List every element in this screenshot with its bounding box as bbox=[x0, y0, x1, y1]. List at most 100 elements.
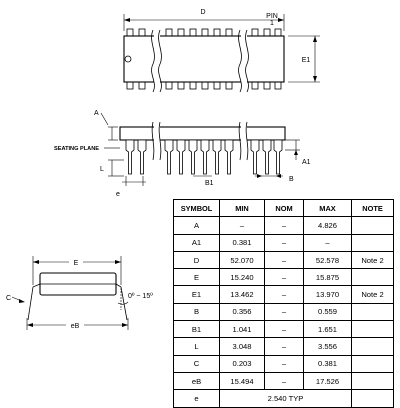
cell-symbol: B1 bbox=[173, 320, 220, 339]
lead bbox=[188, 139, 198, 175]
cell-symbol: L bbox=[173, 337, 220, 356]
a1-arrow bbox=[294, 150, 298, 155]
top-view-pins-upper bbox=[126, 28, 282, 37]
d-arrow-left bbox=[124, 18, 130, 22]
d-arrow-right bbox=[278, 18, 284, 22]
e-pitch-label: e bbox=[116, 191, 120, 198]
side-break-right-a bbox=[238, 121, 242, 161]
b-arrow-right bbox=[276, 174, 281, 178]
lead bbox=[164, 139, 174, 175]
e-width-label: E bbox=[74, 260, 79, 267]
break-line-left-b bbox=[158, 29, 162, 93]
pin bbox=[165, 28, 173, 37]
a-label: A bbox=[94, 110, 99, 117]
cell-nom: – bbox=[264, 302, 304, 322]
header-note: NOTE bbox=[351, 198, 394, 218]
pin-label: PIN bbox=[266, 13, 278, 20]
cell-note bbox=[351, 389, 394, 408]
cell-symbol: A1 bbox=[173, 233, 220, 252]
pin bbox=[225, 28, 233, 37]
pin bbox=[263, 81, 271, 90]
cell-note bbox=[351, 268, 394, 287]
side-break-gap-right bbox=[241, 122, 247, 182]
side-break-gap-left bbox=[154, 122, 160, 182]
top-view: D PIN 1 E1 bbox=[123, 9, 320, 93]
cell-nom: – bbox=[264, 371, 304, 391]
cell-symbol: C bbox=[173, 354, 220, 373]
cell-min: 15.240 bbox=[219, 268, 265, 287]
top-view-pins-lower bbox=[126, 81, 282, 90]
pin bbox=[225, 81, 233, 90]
angle-label: 0º ~ 15º bbox=[128, 293, 153, 300]
side-break-right-b bbox=[245, 121, 249, 161]
angle-arc bbox=[117, 301, 129, 305]
eb-arrow-left bbox=[27, 323, 33, 327]
cell-min: 52.070 bbox=[219, 250, 265, 270]
a1-label: A1 bbox=[302, 159, 311, 166]
cell-max: 4.826 bbox=[303, 216, 352, 235]
break-gap-right bbox=[241, 30, 247, 92]
cell-note bbox=[351, 233, 394, 252]
cell-max: 13.970 bbox=[303, 285, 352, 304]
lead bbox=[200, 139, 210, 175]
lead bbox=[262, 139, 272, 175]
lead bbox=[176, 139, 186, 175]
cell-nom: – bbox=[264, 250, 304, 270]
d-label: D bbox=[200, 9, 205, 16]
e-width-arrow-left bbox=[33, 260, 39, 264]
table-row: A––4.826 bbox=[173, 216, 394, 235]
eb-label: eB bbox=[71, 323, 80, 330]
cell-note bbox=[351, 320, 394, 339]
cell-note bbox=[351, 216, 394, 235]
cell-max: 52.578 bbox=[303, 250, 352, 270]
e1-arrow-top bbox=[313, 36, 317, 42]
cell-min: 1.041 bbox=[219, 320, 265, 339]
e-width-arrow-right bbox=[115, 260, 121, 264]
end-lead-left bbox=[27, 283, 41, 321]
pin bbox=[274, 81, 282, 90]
cell-note: Note 2 bbox=[351, 285, 394, 304]
lead bbox=[224, 139, 234, 175]
pin bbox=[251, 81, 259, 90]
cell-max: 17.526 bbox=[303, 371, 352, 391]
b-label: B bbox=[289, 176, 294, 183]
cell-max: 1.651 bbox=[303, 320, 352, 339]
pin1-notch bbox=[124, 55, 132, 63]
pin bbox=[138, 28, 146, 37]
lead bbox=[250, 139, 260, 175]
pin bbox=[213, 81, 221, 90]
header-min: MIN bbox=[219, 198, 265, 218]
cell-nom: – bbox=[264, 354, 304, 373]
pin bbox=[138, 81, 146, 90]
pin bbox=[263, 28, 271, 37]
cell-min: 15.494 bbox=[219, 371, 265, 391]
cell-symbol: e bbox=[173, 389, 220, 408]
c-arrow bbox=[19, 299, 25, 303]
cell-symbol: E bbox=[173, 268, 220, 287]
cell-min: 13.462 bbox=[219, 285, 265, 304]
pin bbox=[126, 28, 134, 37]
b-arrow-left bbox=[257, 174, 262, 178]
pin bbox=[201, 81, 209, 90]
cell-symbol: eB bbox=[173, 371, 220, 391]
pin bbox=[189, 28, 197, 37]
cell-nom: – bbox=[264, 337, 304, 356]
lead bbox=[212, 139, 222, 175]
side-break-left-a bbox=[151, 121, 155, 161]
cell-min: 3.048 bbox=[219, 337, 265, 356]
cell-max: 0.381 bbox=[303, 354, 352, 373]
package-body-side bbox=[119, 126, 286, 141]
cell-symbol: E1 bbox=[173, 285, 220, 304]
cell-note bbox=[351, 371, 394, 391]
cell-max: 0.559 bbox=[303, 302, 352, 322]
